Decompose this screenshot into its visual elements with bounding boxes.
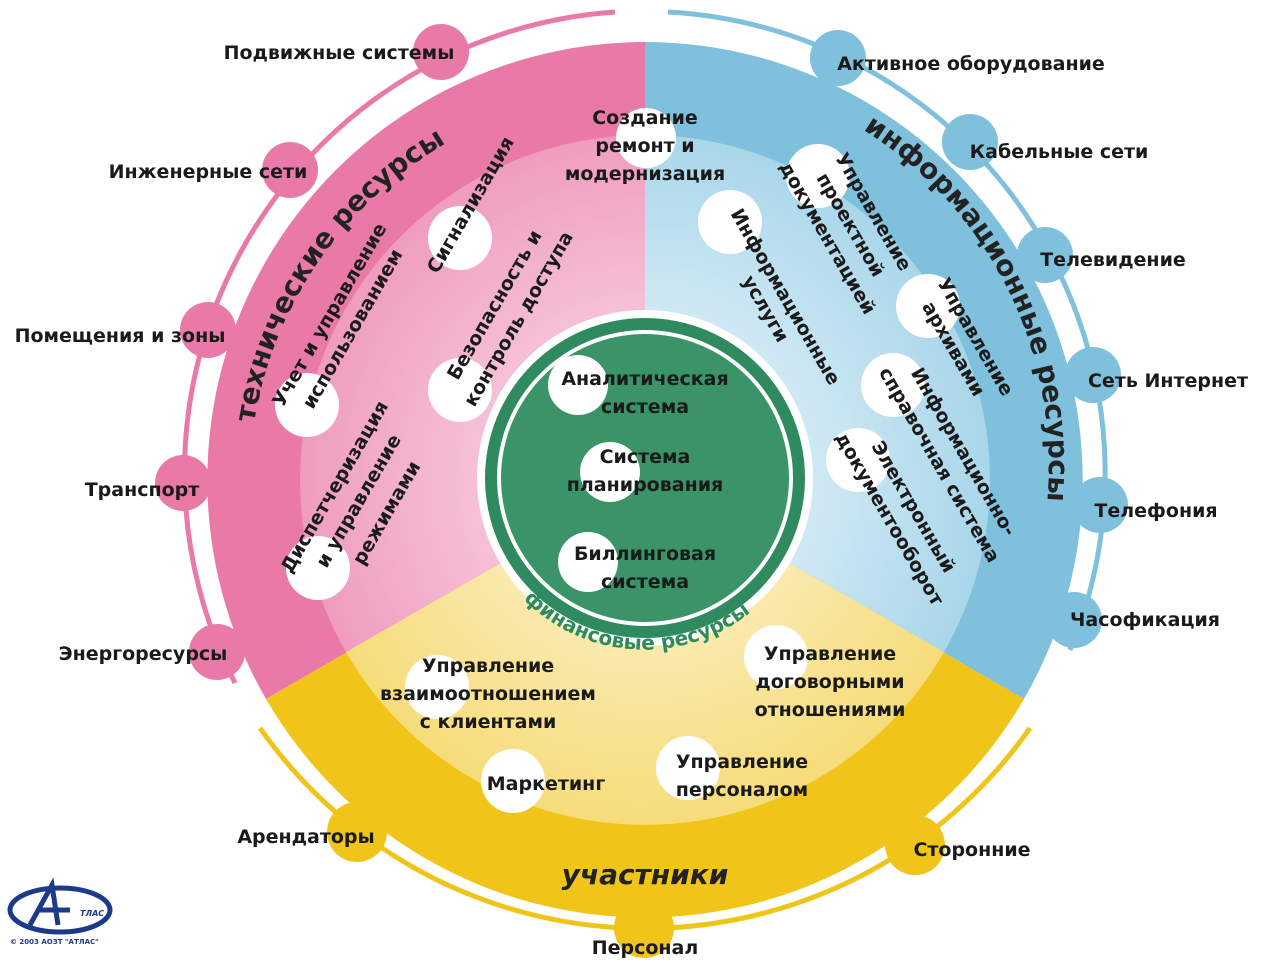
center-item-billing-1: Биллинговая (574, 543, 716, 565)
participant-item-crm-1: Управление (422, 655, 554, 677)
participant-item-contracts-3: отношениями (755, 699, 906, 721)
participants-inner-sector (346, 480, 944, 825)
info-item-dot (826, 428, 890, 492)
tech-item-dot (286, 536, 350, 600)
info-item-dot (896, 274, 960, 338)
tech-outer-arc (181, 9, 616, 685)
participants-sector-title: участники (562, 858, 729, 891)
tech-outer-items: Подвижные системы Инженерные сети Помеще… (15, 24, 469, 680)
center-item-planning-1: Система (600, 446, 691, 468)
info-outer-label: Телевидение (1040, 249, 1186, 271)
logo-text: ТЛАС (80, 909, 104, 918)
participant-item-contracts-1: Управление (764, 643, 896, 665)
tech-outer-dot (413, 24, 469, 80)
participant-item-hr-1: Управление (676, 751, 808, 773)
logo-a-mark (27, 877, 70, 927)
tech-outer-label: Подвижные системы (224, 42, 455, 64)
tech-outer-label: Энергоресурсы (59, 643, 228, 665)
info-outer-label: Сеть Интернет (1088, 370, 1248, 392)
participant-item-crm-3: с клиентами (420, 711, 557, 733)
info-outer-label: Кабельные сети (970, 141, 1149, 163)
tech-outer-dot (262, 142, 318, 198)
center-item-dot (548, 355, 608, 415)
atlas-logo: ТЛАС © 2003 АОЗТ "АТЛАС" (7, 877, 113, 946)
participant-item-dot (405, 655, 469, 719)
center-item-dot (580, 442, 640, 502)
info-outer-dot (1065, 347, 1121, 403)
tech-outer-label: Инженерные сети (109, 161, 308, 183)
info-outer-items: Активное оборудование Кабельные сети Тел… (810, 30, 1248, 648)
top-item-line: модернизация (565, 163, 725, 185)
info-outer-dot (1017, 227, 1073, 283)
participant-item-dot (481, 749, 545, 813)
copyright-text: © 2003 АОЗТ "АТЛАС" (10, 938, 99, 946)
participant-item-contracts-2: договорными (755, 671, 904, 693)
center-items: Аналитическая система Система планирован… (548, 355, 729, 593)
info-item-dot (786, 144, 850, 208)
participant-item-hr-2: персоналом (676, 779, 808, 801)
info-item-dot (861, 353, 925, 417)
info-outer-dot (942, 114, 998, 170)
top-item-line: ремонт и (595, 135, 694, 157)
participants-outer-items: Арендаторы Сторонние Персонал (237, 802, 1031, 959)
participant-item-dot (744, 625, 808, 689)
info-outer-dot (810, 30, 866, 86)
info-outer-label: Активное оборудование (837, 53, 1105, 75)
participants-outer-label: Персонал (592, 937, 699, 959)
info-outer-label: Часофикация (1070, 609, 1220, 631)
participant-item-dot (656, 736, 720, 800)
tech-outer-label: Транспорт (85, 479, 200, 501)
top-item: Создание ремонт и модернизация (565, 107, 725, 185)
tech-item-dot (428, 358, 492, 422)
participants-inner-items: Управление взаимоотношением с клиентами … (380, 625, 905, 813)
participants-outer-label: Арендаторы (237, 826, 374, 848)
participants-outer-dot (614, 898, 674, 958)
center-item-analytic-2: система (601, 396, 689, 418)
top-item-line: Создание (592, 107, 698, 129)
participant-item-crm-2: взаимоотношением (380, 683, 596, 705)
center-item-billing-2: система (601, 571, 689, 593)
center-item-dot (558, 532, 618, 592)
tech-outer-dot (189, 624, 245, 680)
participants-outer-label: Сторонние (913, 839, 1030, 861)
tech-item-dot (428, 206, 492, 270)
tech-outer-label: Помещения и зоны (15, 325, 226, 347)
info-item-dot (698, 190, 762, 254)
participants-outer-dot (327, 802, 387, 862)
logo-ellipse (7, 885, 113, 935)
participant-item-marketing: Маркетинг (487, 773, 606, 795)
info-outer-dot (1046, 592, 1102, 648)
tech-outer-dot (180, 302, 236, 358)
center-item-planning-2: планирования (567, 474, 723, 496)
info-outer-label: Телефония (1094, 500, 1217, 522)
info-outer-dot (1072, 477, 1128, 533)
participants-outer-dot (885, 815, 945, 875)
tech-outer-dot (155, 455, 211, 511)
top-item-dot (616, 108, 676, 168)
tech-item-dot (275, 373, 339, 437)
center-item-analytic-1: Аналитическая (561, 368, 728, 390)
